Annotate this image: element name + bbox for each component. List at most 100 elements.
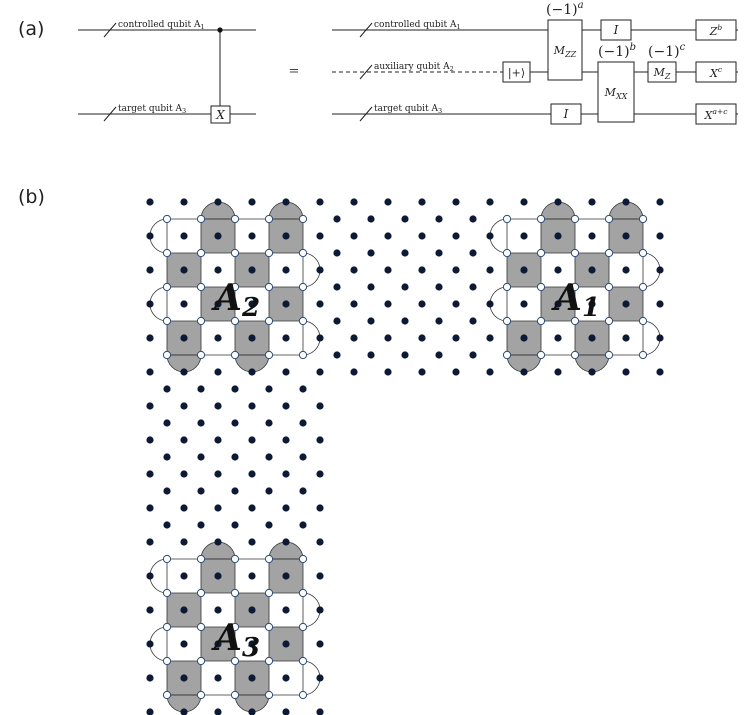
data-qubit [554, 232, 562, 240]
data-qubit [588, 232, 596, 240]
data-qubit [214, 572, 222, 580]
panel-a-label: (a) [18, 18, 45, 40]
data-qubit [282, 606, 290, 614]
data-qubit [588, 334, 596, 342]
bundle-slash [103, 22, 117, 38]
patch-ancilla-qubit [536, 282, 546, 292]
data-qubit [622, 232, 630, 240]
data-qubit [214, 198, 222, 206]
data-qubit [520, 300, 528, 308]
data-qubit [265, 453, 273, 461]
patch-ancilla-qubit [196, 622, 206, 632]
patch-ancilla-qubit [264, 316, 274, 326]
data-qubit [333, 317, 341, 325]
patch-ancilla-qubit [502, 248, 512, 258]
data-qubit [316, 538, 324, 546]
data-qubit [248, 708, 256, 715]
data-qubit [656, 300, 664, 308]
data-qubit [350, 266, 358, 274]
patch-ancilla-qubit [298, 690, 308, 700]
data-qubit [146, 368, 154, 376]
mxx-label: MXX [604, 86, 628, 101]
patch-ancilla-qubit [638, 350, 648, 360]
data-qubit [486, 232, 494, 240]
patch-letter: A [211, 277, 242, 319]
data-qubit [214, 674, 222, 682]
data-qubit [180, 198, 188, 206]
data-qubit [146, 470, 154, 478]
aux-wire-label: auxiliary qubit A2 [374, 62, 454, 73]
data-qubit [214, 538, 222, 546]
x-correction-target-label: Xa+c [704, 107, 729, 122]
control-wire-label: controlled qubit A1 [374, 20, 461, 31]
data-qubit [622, 266, 630, 274]
patch-ancilla-qubit [196, 350, 206, 360]
data-qubit [452, 300, 460, 308]
data-qubit [282, 640, 290, 648]
data-qubit [367, 351, 375, 359]
data-qubit [248, 572, 256, 580]
patch-ancilla-qubit [196, 656, 206, 666]
mzz-box [547, 19, 583, 81]
patch-ancilla-qubit [536, 350, 546, 360]
mz-label: MZ [653, 66, 671, 81]
data-qubit [622, 300, 630, 308]
data-qubit [435, 351, 443, 359]
control-wire-label: controlled qubit A1 [118, 20, 205, 31]
data-qubit [214, 640, 222, 648]
data-qubit [469, 215, 477, 223]
data-qubit [350, 198, 358, 206]
data-qubit [588, 300, 596, 308]
data-qubit [180, 368, 188, 376]
patch-ancilla-qubit [162, 214, 172, 224]
patch-ancilla-qubit [196, 554, 206, 564]
patch-ancilla-qubit [536, 248, 546, 258]
data-qubit [146, 402, 154, 410]
data-qubit [367, 317, 375, 325]
patch-ancilla-qubit [230, 656, 240, 666]
patch-index: 2 [241, 293, 260, 323]
patch-ancilla-qubit [196, 214, 206, 224]
data-qubit [350, 334, 358, 342]
patch-ancilla-qubit [298, 282, 308, 292]
bundle-slash [103, 106, 117, 122]
patch-ancilla-qubit [264, 282, 274, 292]
circuit-panel: controlled qubit A1 target qubit A3 X = … [78, 0, 738, 125]
data-qubit [282, 674, 290, 682]
data-qubit [486, 368, 494, 376]
data-qubit [384, 232, 392, 240]
data-qubit [146, 640, 154, 648]
data-qubit [180, 402, 188, 410]
patch-ancilla-qubit [298, 350, 308, 360]
patch-ancilla-qubit [570, 248, 580, 258]
data-qubit [384, 368, 392, 376]
data-qubit [316, 232, 324, 240]
patch-ancilla-qubit [230, 316, 240, 326]
data-qubit [316, 368, 324, 376]
patch-ancilla-qubit [230, 622, 240, 632]
data-qubit [469, 283, 477, 291]
x-gate-label: X [215, 108, 225, 122]
data-qubit [316, 266, 324, 274]
data-qubit [248, 368, 256, 376]
data-qubit [656, 334, 664, 342]
data-qubit [486, 266, 494, 274]
data-qubit [197, 487, 205, 495]
equals-sign: = [289, 64, 300, 79]
patch-ancilla-qubit [230, 350, 240, 360]
patch-ancilla-qubit [264, 622, 274, 632]
data-qubit [180, 470, 188, 478]
bundle-slash [359, 22, 373, 38]
data-qubit [316, 300, 324, 308]
data-qubit [520, 368, 528, 376]
patch-ancilla-qubit [502, 316, 512, 326]
data-qubit [197, 453, 205, 461]
data-qubit [316, 640, 324, 648]
patch-ancilla-qubit [604, 350, 614, 360]
data-qubit [418, 368, 426, 376]
data-qubit [333, 215, 341, 223]
data-qubit [282, 436, 290, 444]
data-qubit [163, 521, 171, 529]
patch-ancilla-qubit [230, 282, 240, 292]
data-qubit [401, 283, 409, 291]
